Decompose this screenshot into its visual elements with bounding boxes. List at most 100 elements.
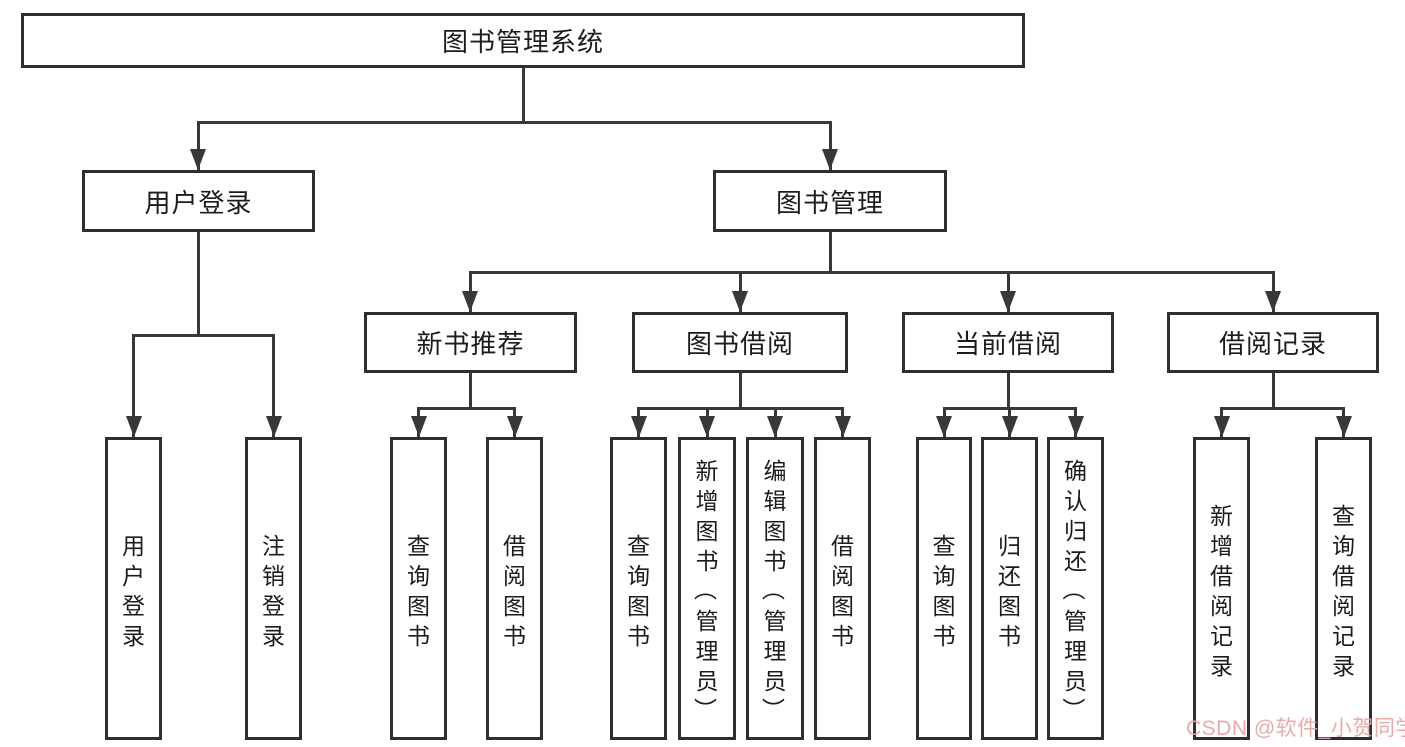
vertical-char: 图 — [998, 592, 1021, 619]
vertical-char: 借 — [1210, 562, 1233, 589]
node-current-borrow: 当前借阅 — [902, 312, 1114, 373]
leaf-current-confirm-return-admin-label: 确认归还（管理员） — [1050, 440, 1101, 737]
vertical-char: 询 — [407, 562, 430, 589]
vertical-char: 登 — [262, 592, 285, 619]
connector-line — [828, 122, 832, 170]
vertical-char: 理 — [763, 637, 787, 664]
connector-line — [738, 373, 742, 408]
leaf-logout-label: 注销登录 — [248, 440, 299, 737]
connector-line — [521, 68, 525, 122]
node-borrow-records: 借阅记录 — [1167, 312, 1379, 373]
vertical-char: 用 — [122, 532, 145, 559]
leaf-current-return-book: 归还图书 — [981, 437, 1038, 740]
vertical-char: 认 — [1064, 487, 1087, 514]
vertical-char: 还 — [998, 562, 1021, 589]
vertical-char: 归 — [1064, 517, 1087, 544]
arrowhead-icon — [1213, 416, 1230, 437]
vertical-char: 书 — [627, 622, 650, 649]
vertical-char: 图 — [503, 592, 526, 619]
vertical-char: 图 — [695, 517, 719, 544]
arrowhead-icon — [1001, 416, 1018, 437]
vertical-char: 图 — [627, 592, 650, 619]
leaf-recommend-borrow-book: 借阅图书 — [486, 437, 543, 740]
vertical-char: 理 — [1064, 637, 1087, 664]
vertical-char: 书 — [831, 622, 854, 649]
node-book-borrow-label: 图书借阅 — [685, 329, 794, 359]
vertical-char: 登 — [122, 592, 145, 619]
vertical-char: 查 — [932, 532, 956, 559]
vertical-char: 书 — [763, 547, 787, 574]
leaf-current-query-book: 查询图书 — [916, 437, 972, 740]
vertical-char: 管 — [1064, 607, 1087, 634]
vertical-char: （ — [692, 577, 718, 600]
vertical-char: 新 — [1210, 502, 1233, 529]
node-book-management-label: 图书管理 — [775, 187, 884, 218]
leaf-borrow-query-book-label: 查询图书 — [613, 440, 664, 737]
node-borrow-records-label: 借阅记录 — [1218, 329, 1327, 359]
node-new-book-recommend: 新书推荐 — [364, 312, 577, 373]
arrowhead-icon — [125, 416, 142, 437]
connector-line — [468, 270, 1275, 274]
vertical-char: 查 — [407, 532, 430, 559]
arrowhead-icon — [732, 291, 748, 312]
connector-line — [417, 406, 516, 410]
vertical-char: 阅 — [831, 562, 854, 589]
leaf-borrow-borrow-book-label: 借阅图书 — [817, 440, 868, 737]
vertical-char: 图 — [932, 592, 956, 619]
vertical-char: 编 — [763, 457, 787, 484]
connector-line — [272, 335, 275, 437]
vertical-char: 销 — [262, 562, 285, 589]
vertical-char: 员 — [695, 667, 719, 694]
vertical-char: ） — [760, 697, 786, 720]
leaf-recommend-query-book: 查询图书 — [390, 437, 447, 740]
connector-line — [637, 406, 844, 410]
vertical-char: 录 — [122, 622, 145, 649]
node-root-label: 图书管理系统 — [441, 27, 604, 57]
vertical-char: ） — [692, 697, 718, 720]
vertical-char: 归 — [998, 532, 1021, 559]
arrowhead-icon — [630, 416, 647, 437]
arrowhead-icon — [1000, 291, 1016, 312]
vertical-char: 记 — [1332, 622, 1355, 649]
connector-line — [468, 373, 472, 408]
arrowhead-icon — [462, 291, 478, 312]
vertical-char: 图 — [831, 592, 854, 619]
vertical-char: 阅 — [1210, 592, 1233, 619]
vertical-char: 新 — [695, 457, 719, 484]
leaf-records-add-record-label: 新增借阅记录 — [1196, 440, 1247, 737]
vertical-char: 阅 — [503, 562, 526, 589]
csdn-watermark: CSDN @软件_小贺同学 — [1186, 717, 1405, 740]
vertical-char: （ — [1060, 577, 1087, 600]
connector-line — [196, 122, 200, 170]
vertical-char: 户 — [122, 562, 145, 589]
connector-line — [1271, 373, 1275, 408]
leaf-borrow-edit-book-admin: 编辑图书（管理员） — [746, 437, 804, 740]
vertical-char: 管 — [763, 607, 787, 634]
leaf-logout: 注销登录 — [245, 437, 302, 740]
leaf-records-add-record: 新增借阅记录 — [1193, 437, 1250, 740]
arrowhead-icon — [1335, 416, 1352, 437]
node-new-book-recommend-label: 新书推荐 — [416, 329, 525, 359]
leaf-borrow-add-book-admin: 新增图书（管理员） — [678, 437, 736, 740]
leaf-borrow-query-book: 查询图书 — [610, 437, 667, 740]
node-user-login-label: 用户登录 — [144, 187, 253, 218]
vertical-char: 书 — [503, 622, 526, 649]
vertical-char: 录 — [1210, 652, 1233, 679]
vertical-char: 书 — [998, 622, 1021, 649]
leaf-current-return-book-label: 归还图书 — [984, 440, 1035, 737]
vertical-char: 增 — [1210, 532, 1233, 559]
vertical-char: 还 — [1064, 547, 1087, 574]
connector-line — [1220, 406, 1345, 410]
vertical-char: 增 — [695, 487, 719, 514]
connector-line — [1006, 373, 1010, 408]
leaf-borrow-add-book-admin-label: 新增图书（管理员） — [681, 440, 733, 737]
node-book-management: 图书管理 — [713, 170, 947, 232]
vertical-char: ） — [1060, 697, 1087, 720]
vertical-char: 注 — [262, 532, 285, 559]
vertical-char: 询 — [1332, 532, 1355, 559]
vertical-char: 借 — [831, 532, 854, 559]
vertical-char: 录 — [1332, 652, 1355, 679]
vertical-char: 确 — [1064, 457, 1087, 484]
node-book-borrow: 图书借阅 — [632, 312, 848, 373]
